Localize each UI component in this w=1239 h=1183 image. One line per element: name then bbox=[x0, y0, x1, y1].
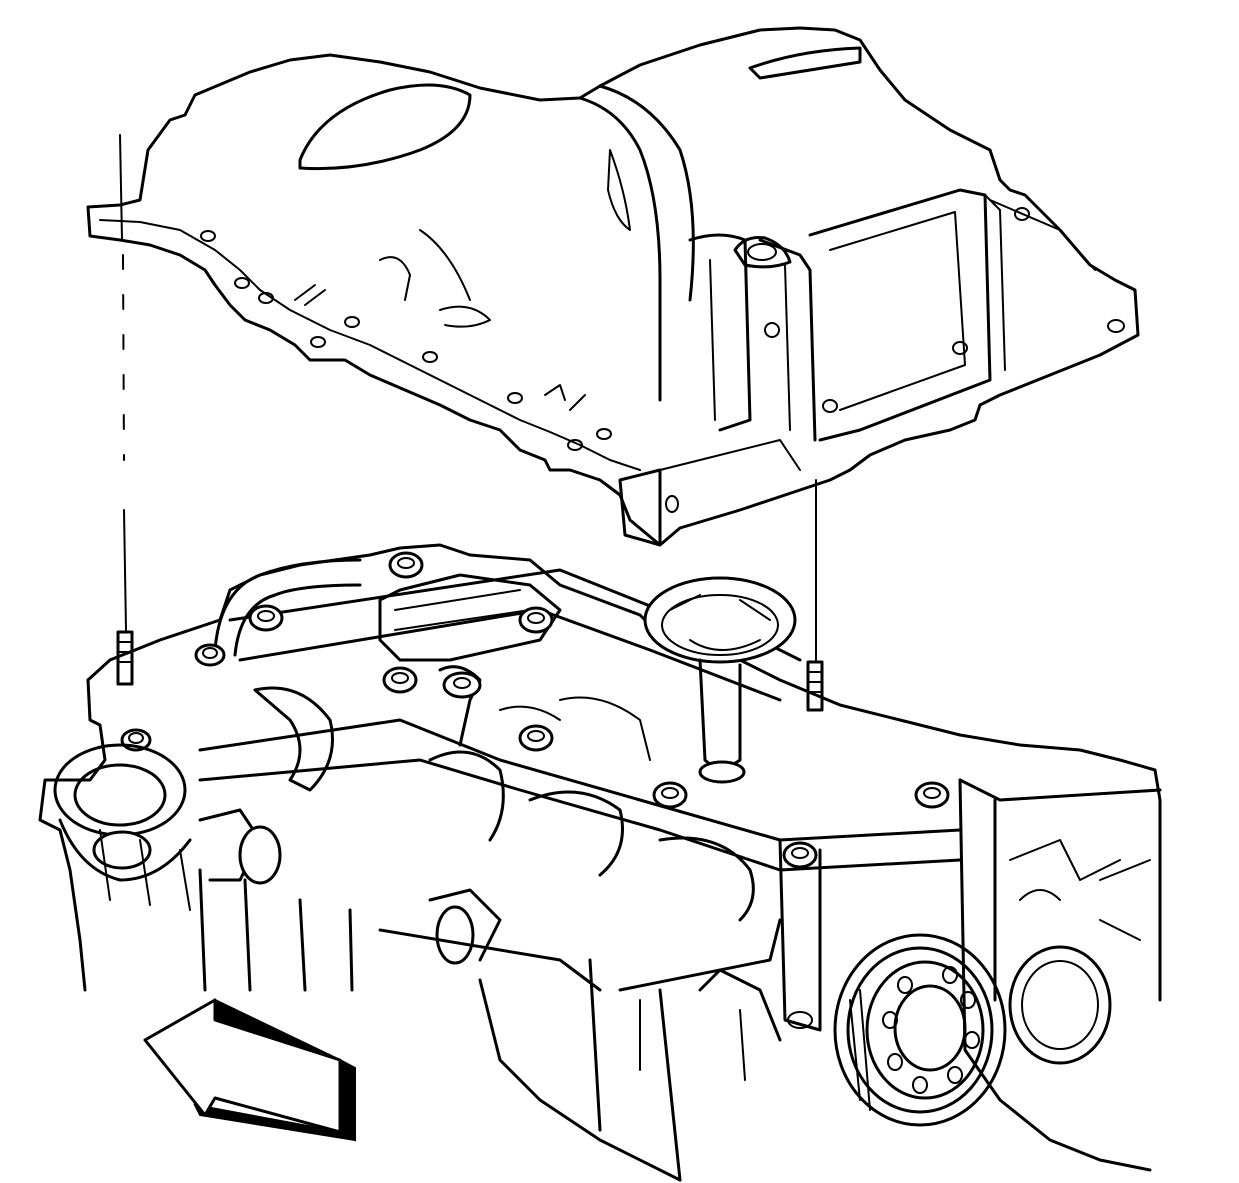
front-arrow-icon bbox=[143, 998, 356, 1142]
crankshaft-pulley-hub bbox=[833, 933, 1007, 1127]
flange-bolt-holes bbox=[200, 207, 1125, 513]
hub-bolt-holes bbox=[882, 966, 980, 1094]
alignment-stud-right bbox=[806, 660, 824, 712]
cap-bolts bbox=[120, 551, 950, 869]
drain-plug bbox=[733, 236, 792, 269]
oil-pump-pickup-screen bbox=[643, 576, 797, 784]
rear-seal-housing bbox=[53, 743, 192, 882]
engine-block-underside bbox=[38, 543, 1162, 1182]
alignment-guides bbox=[119, 134, 817, 661]
oil-pan bbox=[86, 26, 1140, 547]
alignment-stud-left bbox=[116, 630, 134, 686]
